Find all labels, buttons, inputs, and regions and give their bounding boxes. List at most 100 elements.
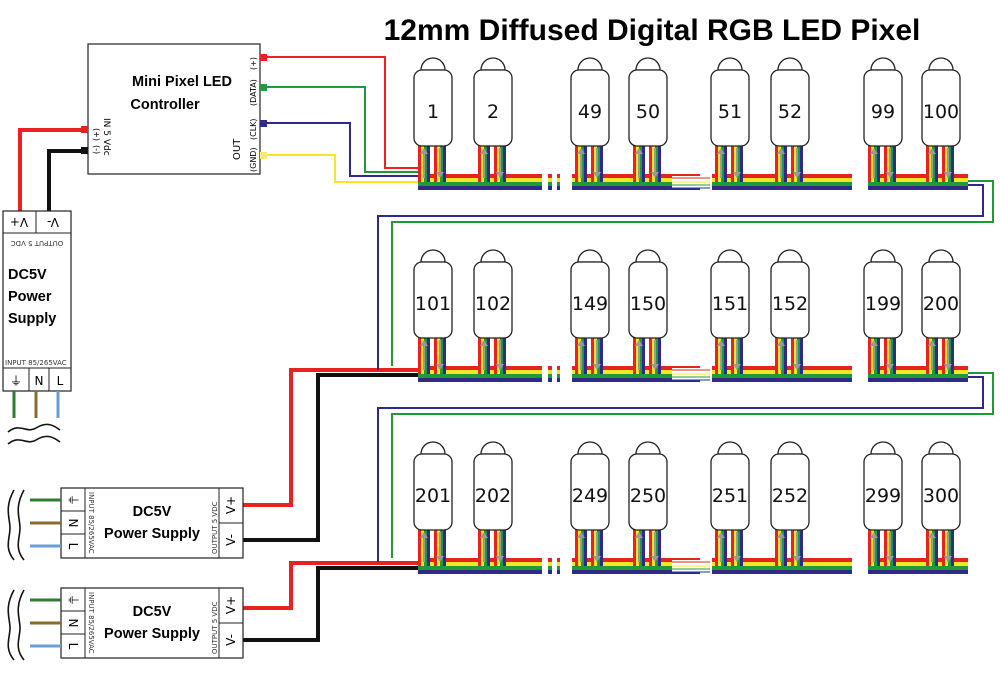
led-dome (480, 441, 506, 455)
mini-pixel-controller: Mini Pixel LED Controller IN 5 Vdc (+) (… (81, 43, 267, 175)
wire-ps-to-controller-neg (47, 149, 81, 211)
led-pixel: 151 (710, 249, 750, 374)
led-pixel-number: 249 (572, 485, 608, 507)
ps-output-terminal: V- (224, 634, 238, 646)
led-pixel-number: 99 (871, 101, 895, 123)
data-direction-arrow-icon (635, 148, 643, 178)
data-direction-arrow-icon (733, 340, 741, 370)
led-pixel-number: 101 (415, 293, 451, 315)
wire-ps-mid-pos (243, 368, 420, 507)
led-body (863, 453, 903, 531)
led-pixel-number: 252 (772, 485, 808, 507)
led-pixel-number: 102 (475, 293, 511, 315)
ps-box (60, 487, 244, 559)
data-direction-arrow-icon (733, 148, 741, 178)
ac-mains-icon (7, 423, 61, 445)
led-pixel: 50 (628, 57, 668, 182)
data-direction-arrow-icon (777, 148, 785, 178)
data-direction-arrow-icon (480, 532, 488, 562)
data-direction-arrow-icon (717, 340, 725, 370)
data-direction-arrow-icon (870, 148, 878, 178)
wire-row2-to-row3-data (391, 372, 994, 558)
ribbon-stripe (418, 566, 560, 570)
led-dome (777, 249, 803, 263)
ribbon-stripe (712, 566, 858, 570)
wire-row1-to-row2-clk (377, 184, 984, 370)
led-dome (635, 57, 661, 71)
ribbon-stripe (868, 566, 968, 570)
led-pixel: 49 (570, 57, 610, 182)
led-pixel-number: 200 (923, 293, 959, 315)
led-body (770, 69, 810, 147)
ps-top-terminal-l: L (57, 374, 64, 388)
ps-top-line1: DC5V (8, 267, 47, 283)
led-body (473, 69, 513, 147)
ps-line2: Power Supply (104, 626, 200, 642)
led-pixel-number: 150 (630, 293, 666, 315)
data-direction-arrow-icon (928, 340, 936, 370)
led-pixel-number: 151 (712, 293, 748, 315)
ribbon-stripe (572, 570, 700, 574)
led-dome (577, 249, 603, 263)
wire-controller-gnd (267, 154, 420, 183)
ribbon-stripe (418, 374, 560, 378)
led-body (570, 453, 610, 531)
controller-terminal-out-clk (260, 120, 267, 127)
data-direction-arrow-icon (717, 532, 725, 562)
ac-mains-icon (7, 489, 25, 561)
data-direction-arrow-icon (733, 532, 741, 562)
led-dome (717, 441, 743, 455)
ps-top-output-label: OUTPUT 5 VDC (11, 239, 64, 247)
led-body (921, 453, 961, 531)
ps-top-terminal-n: N (35, 374, 44, 388)
led-pixel-number: 51 (718, 101, 742, 123)
led-dome (577, 441, 603, 455)
ribbon-stripe (868, 366, 968, 370)
data-direction-arrow-icon (420, 532, 428, 562)
data-direction-arrow-icon (777, 532, 785, 562)
ps-output-label: OUTPUT 5 VDC (211, 501, 219, 554)
led-dome (870, 57, 896, 71)
controller-name-line1: Mini Pixel LED (132, 74, 232, 90)
controller-terminal-out-gnd (260, 152, 267, 159)
ps-output-terminal: V- (224, 534, 238, 546)
ribbon-stripe (868, 186, 968, 190)
led-body (921, 261, 961, 339)
led-dome (480, 57, 506, 71)
data-direction-arrow-icon (793, 532, 801, 562)
ribbon-stripe (712, 378, 858, 382)
ps-input-terminal: L (66, 543, 80, 550)
controller-terminal-in-neg (81, 147, 88, 154)
led-dome (420, 57, 446, 71)
data-direction-arrow-icon (651, 340, 659, 370)
led-dome (480, 249, 506, 263)
ps-top-line3: Supply (8, 311, 56, 327)
led-pixel: 252 (770, 441, 810, 566)
ps-top-terminal-earth: ⏚ (10, 374, 22, 388)
ps-line2: Power Supply (104, 526, 200, 542)
ps-input-label: INPUT 85/265VAC (87, 492, 95, 554)
data-direction-arrow-icon (635, 340, 643, 370)
led-pixel: 202 (473, 441, 513, 566)
led-body (863, 261, 903, 339)
power-supply-top: V+ V- OUTPUT 5 VDC DC5V Power Supply INP… (2, 210, 72, 445)
data-direction-arrow-icon (480, 340, 488, 370)
controller-input-pin-neg: (-) (92, 145, 101, 154)
data-direction-arrow-icon (777, 340, 785, 370)
data-direction-arrow-icon (870, 532, 878, 562)
led-pixel: 299 (863, 441, 903, 566)
led-body (628, 453, 668, 531)
led-pixel: 99 (863, 57, 903, 182)
ribbon-stripe (712, 570, 858, 574)
data-direction-arrow-icon (420, 148, 428, 178)
data-direction-arrow-icon (635, 532, 643, 562)
wire-ps-bot-pos (243, 561, 420, 610)
ribbon-stripe (572, 566, 700, 570)
data-direction-arrow-icon (593, 532, 601, 562)
diagram-title: 12mm Diffused Digital RGB LED Pixel (384, 14, 921, 47)
data-direction-arrow-icon (651, 532, 659, 562)
wire-controller-data (267, 86, 420, 173)
led-dome (928, 249, 954, 263)
data-direction-arrow-icon (496, 148, 504, 178)
